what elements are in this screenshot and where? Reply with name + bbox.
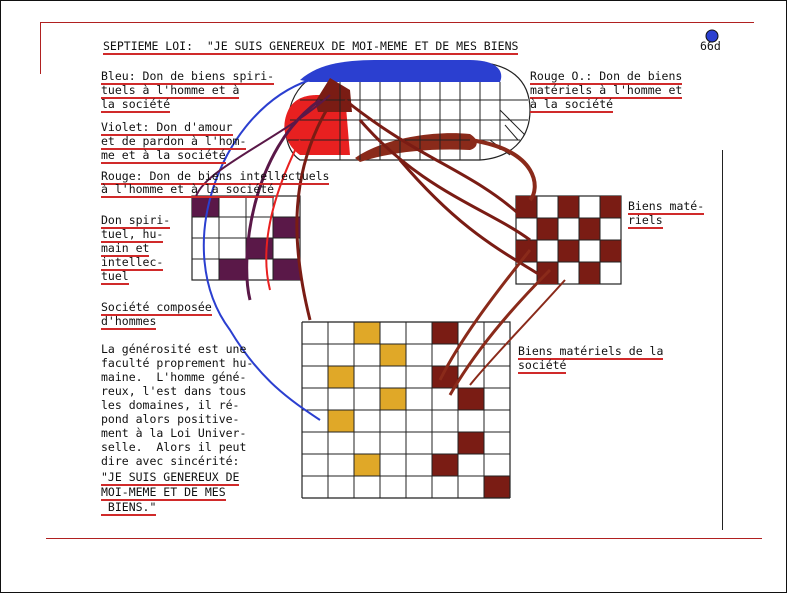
page-title: SEPTIEME LOI: "JE SUIS GENEREUX DE MOI-M… <box>103 39 519 55</box>
body-line-quote: BIENS." <box>101 500 157 516</box>
label-bleu-2: tuels à l'homme et à <box>101 83 240 99</box>
label-biens-societe-2: société <box>518 358 567 374</box>
blue-region <box>300 60 502 82</box>
label-rouge-o-1: Rouge O.: Don de biens <box>530 69 683 85</box>
label-rouge-o-3: à la société <box>530 97 614 113</box>
brown-top-region <box>315 78 352 112</box>
right-grid <box>515 195 622 285</box>
label-biens-materiels-1: Biens maté- <box>628 199 705 215</box>
body-line: ment à la Loi Univer- <box>101 426 247 440</box>
right-margin-line <box>722 150 723 530</box>
label-rouge-o-2: matériels à l'homme et <box>530 83 683 99</box>
label-violet-1: Violet: Don d'amour <box>101 120 233 136</box>
blue-dot <box>705 29 719 43</box>
body-line: pond alors positive- <box>101 412 240 426</box>
label-bleu-1: Bleu: Don de biens spiri- <box>101 69 275 85</box>
body-line: selle. Alors il peut <box>101 440 247 454</box>
label-don-3: main et <box>101 241 150 257</box>
connector-bands <box>194 79 566 421</box>
label-rouge-1: Rouge: Don de biens intellectuels <box>101 169 330 185</box>
label-violet-3: me et à la société <box>101 148 226 164</box>
label-violet-2: et de pardon à l'hom- <box>101 134 247 150</box>
label-bleu-3: la société <box>101 97 171 113</box>
body-line: maine. L'homme géné- <box>101 370 247 384</box>
body-line: reux, l'est dans tous <box>101 384 247 398</box>
label-don-1: Don spiri- <box>101 213 171 229</box>
top-left-tick <box>40 22 41 74</box>
body-line-quote: "JE SUIS GENEREUX DE <box>101 470 240 486</box>
page-number: 66d <box>700 39 721 53</box>
body-line: les domaines, il ré- <box>101 398 240 412</box>
bottom-rule <box>46 538 762 539</box>
body-line: dire avec sincérité: <box>101 454 240 468</box>
top-rule <box>40 22 754 23</box>
body-line: faculté proprement hu- <box>101 356 254 370</box>
label-societe-1: Société composée <box>101 300 212 316</box>
society-grid <box>301 321 511 499</box>
body-line-quote: MOI-MEME ET DE MES <box>101 485 226 501</box>
body-line: La générosité est une <box>101 342 247 356</box>
label-don-2: tuel, hu- <box>101 227 164 243</box>
label-societe-2: d'hommes <box>101 314 157 330</box>
label-biens-materiels-2: riels <box>628 213 663 229</box>
label-don-5: tuel <box>101 269 129 285</box>
label-rouge-2: à l'homme et à la société <box>101 182 275 198</box>
label-don-4: intellec- <box>101 255 164 271</box>
label-biens-societe-1: Biens matériels de la <box>518 344 664 360</box>
